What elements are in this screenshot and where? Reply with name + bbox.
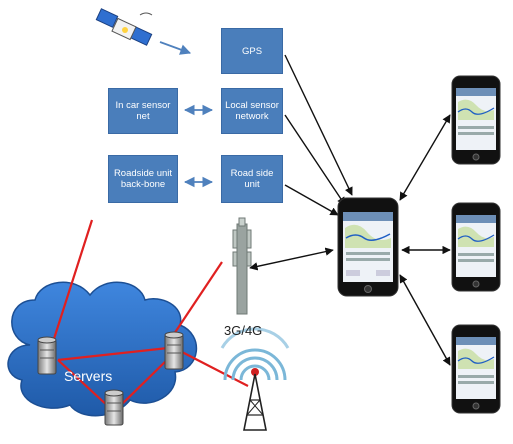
gps-label: GPS bbox=[241, 45, 263, 57]
backbone-to-server-link bbox=[50, 219, 94, 346]
cell-tower-icon bbox=[232, 217, 252, 315]
server-left bbox=[37, 336, 57, 375]
roadside-to-phone-arrow bbox=[284, 184, 339, 216]
roadside-backbone-label: Roadside unit back-bone bbox=[113, 168, 173, 190]
satellite-to-gps-arrow bbox=[159, 41, 192, 55]
roadside-backbone-box: Roadside unit back-bone bbox=[108, 155, 178, 203]
phone-to-top-phone-arrow bbox=[399, 114, 451, 201]
tower-phone-arrow bbox=[249, 247, 334, 271]
server-link-bottom-right bbox=[117, 354, 173, 409]
in-car-sensor-box: In car sensor net bbox=[108, 88, 178, 134]
roadside-unit-label: Road side unit bbox=[230, 168, 274, 190]
server-bottom bbox=[104, 389, 124, 426]
satellite-icon bbox=[95, 8, 153, 46]
phone-center bbox=[337, 197, 399, 297]
radio-antenna-icon bbox=[220, 327, 290, 431]
servers-label: Servers bbox=[64, 368, 113, 384]
local-sensor-box: Local sensor network bbox=[221, 88, 283, 134]
server-right bbox=[164, 331, 184, 370]
network-label: 3G/4G bbox=[224, 323, 263, 338]
server-link-left-bottom bbox=[57, 359, 111, 409]
local-sensor-label: Local sensor network bbox=[225, 100, 279, 122]
local-to-phone-arrow bbox=[284, 114, 346, 206]
server-link-left-right bbox=[57, 346, 169, 362]
phone-bottom bbox=[451, 324, 501, 414]
in-car-sensor-label: In car sensor net bbox=[115, 100, 171, 122]
phone-top bbox=[451, 75, 501, 165]
server-to-antenna-link bbox=[181, 351, 249, 387]
roadside-unit-box: Road side unit bbox=[221, 155, 283, 203]
gps-box: GPS bbox=[221, 28, 283, 74]
phone-middle bbox=[451, 202, 501, 292]
server-to-tower-link bbox=[169, 261, 223, 341]
servers-cloud bbox=[7, 281, 197, 417]
gps-to-phone-arrow bbox=[284, 54, 353, 196]
red-links bbox=[50, 219, 249, 409]
phone-to-bottom-phone-arrow bbox=[399, 274, 451, 366]
